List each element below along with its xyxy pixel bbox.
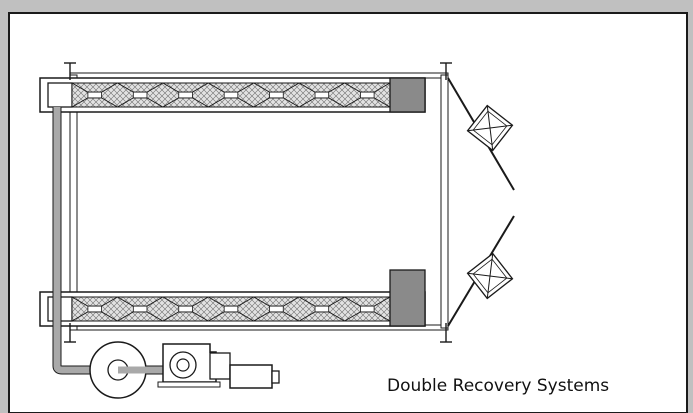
filter-chamber-core bbox=[314, 305, 330, 313]
filter-chamber-core bbox=[223, 305, 239, 313]
filter-block bbox=[389, 269, 426, 327]
filter-block bbox=[389, 77, 426, 113]
filter-module-bottom bbox=[39, 269, 426, 327]
filter-chamber-core bbox=[87, 91, 102, 99]
filter-chambers bbox=[71, 82, 391, 108]
exit-door-top bbox=[447, 77, 515, 191]
booth-end-wall bbox=[440, 74, 449, 329]
filter-chamber-core bbox=[223, 91, 239, 99]
plenum-box bbox=[47, 82, 73, 108]
filter-chamber-core bbox=[132, 91, 148, 99]
filter-chamber-core bbox=[269, 305, 284, 313]
filter-chamber-core bbox=[87, 305, 102, 313]
blower-motor bbox=[157, 343, 280, 389]
filter-module-top bbox=[39, 77, 426, 113]
booth-left-wall bbox=[69, 74, 78, 331]
filter-chamber-core bbox=[178, 91, 193, 99]
filter-chamber-core bbox=[314, 91, 330, 99]
filter-chamber-core bbox=[269, 91, 284, 99]
diagram-caption: Double Recovery Systems bbox=[387, 376, 610, 396]
filter-chamber-core bbox=[178, 305, 193, 313]
recovery-duct bbox=[53, 107, 180, 374]
filter-chambers bbox=[71, 296, 391, 322]
recovery-fan bbox=[89, 341, 158, 399]
filter-chamber-core bbox=[360, 91, 375, 99]
corner-bolts bbox=[64, 62, 452, 343]
filter-chamber-core bbox=[360, 305, 375, 313]
exit-door-bottom bbox=[447, 215, 515, 327]
filter-chamber-core bbox=[132, 305, 148, 313]
